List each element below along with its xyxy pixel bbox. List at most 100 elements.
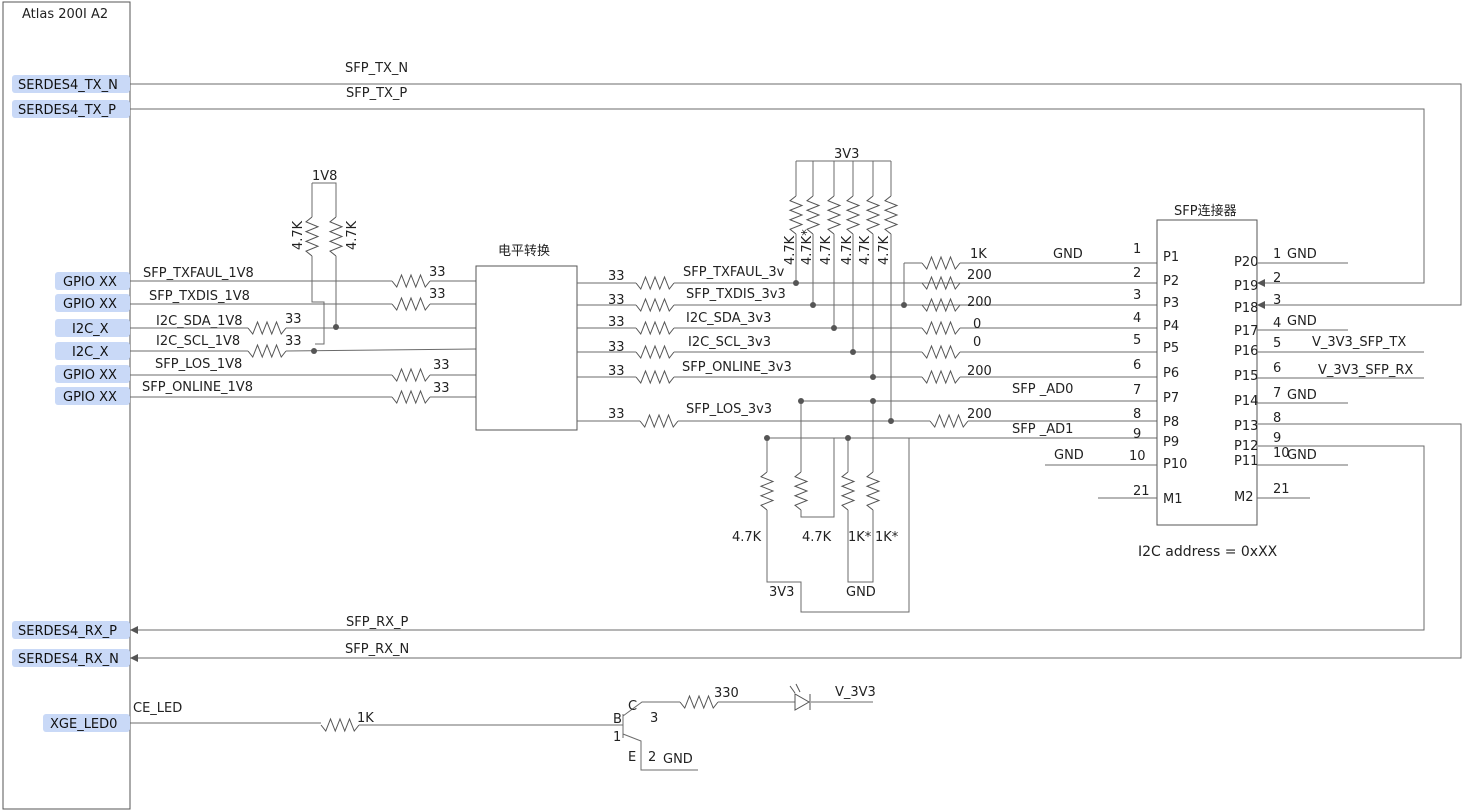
r33-j-label: 33 <box>608 340 625 355</box>
net-i2c-sda-3v3: I2C_SDA_3v3 <box>686 311 771 326</box>
resistor-symbol <box>320 717 360 733</box>
resistor-symbol <box>921 255 961 271</box>
rail-v3v3-led: V_3V3 <box>835 685 876 700</box>
net-i2c-scl-1v8: I2C_SCL_1V8 <box>156 334 240 349</box>
r-bot-2-label: 4.7K <box>802 530 832 545</box>
r-conn-5-label: 0 <box>973 335 981 350</box>
connector-right-number: 6 <box>1273 361 1281 376</box>
connector-right-pin: P14 <box>1234 394 1258 409</box>
nets-1v8: SFP_TXFAUL_1V8 SFP_TXDIS_1V8 I2C_SDA_1V8… <box>130 169 477 398</box>
connector-right-pin: P11 <box>1234 454 1258 469</box>
resistor-symbol <box>921 297 961 313</box>
r-led-collector-label: 330 <box>714 686 739 701</box>
r33-l-label: 33 <box>608 407 625 422</box>
connector-left-pin: P4 <box>1163 319 1179 334</box>
soc-title: Atlas 200I A2 <box>22 7 108 22</box>
r-bot-1-label: 4.7K <box>732 530 762 545</box>
net-sfp-txdis-1v8: SFP_TXDIS_1V8 <box>149 289 250 304</box>
r-1v8-b-label: 4.7K <box>345 220 360 250</box>
resistor-symbol <box>679 694 719 710</box>
resistor-symbol <box>826 195 842 235</box>
resistor-symbol <box>865 471 881 511</box>
connector-left-pin: P9 <box>1163 435 1179 450</box>
pin-i2c-sda: I2C_X <box>72 322 109 337</box>
connector-left-number: 7 <box>1133 383 1141 398</box>
connector-right-number: 3 <box>1273 293 1281 308</box>
net-i2c-sda-1v8: I2C_SDA_1V8 <box>156 314 243 329</box>
resistor-symbol <box>391 367 431 383</box>
pin-gpio-online: GPIO XX <box>63 390 117 405</box>
resistor-symbol <box>929 413 969 429</box>
net-sfp-tx-n: SFP_TX_N <box>345 61 408 76</box>
connector-right-pin: P20 <box>1234 255 1258 270</box>
pin-serdes4-tx-n: SERDES4_TX_N <box>18 78 118 93</box>
rail-gnd-led: GND <box>663 752 693 767</box>
pin-serdes4-rx-p: SERDES4_RX_P <box>18 624 117 639</box>
resistor-symbol <box>805 195 821 235</box>
pin-serdes4-rx-n: SERDES4_RX_N <box>18 652 119 667</box>
soc-block: Atlas 200I A2 <box>2 1 131 810</box>
soc-pins: SERDES4_TX_N SERDES4_TX_P GPIO XX GPIO X… <box>12 75 130 732</box>
net-ce-led: CE_LED <box>133 701 182 716</box>
r-conn-8-label: 200 <box>967 407 992 422</box>
resistor-symbol <box>328 216 344 257</box>
r-pu-0-label: 4.7K <box>783 235 798 265</box>
net-gnd-p20: GND <box>1287 247 1317 262</box>
r33-i-label: 33 <box>608 315 625 330</box>
resistor-symbol <box>921 320 961 336</box>
transistor-emitter: E <box>628 750 636 765</box>
connector-right-number: 1 <box>1273 247 1281 262</box>
connector-right-pin: P18 <box>1234 301 1258 316</box>
rail-3v3-top: 3V3 <box>834 147 859 162</box>
level-shifter: 电平转换 <box>475 244 578 431</box>
connector-right-pin: P16 <box>1234 344 1258 359</box>
resistor-symbol <box>391 389 431 405</box>
connector-left-number: 5 <box>1133 333 1141 348</box>
net-gnd-p11: GND <box>1287 448 1317 463</box>
net-sfp-tx-p: SFP_TX_P <box>346 86 407 101</box>
pin-gpio-txfaul: GPIO XX <box>63 275 117 290</box>
connector-title: SFP连接器 <box>1174 203 1237 219</box>
r-1v8-a-label: 4.7K <box>291 220 306 250</box>
resistor-symbol <box>883 195 899 235</box>
rail-1v8: 1V8 <box>312 169 337 184</box>
connector-right-pin: P13 <box>1234 419 1258 434</box>
resistor-symbol <box>635 344 675 360</box>
pin-gpio-los: GPIO XX <box>63 368 117 383</box>
connector-left-number: 1 <box>1133 242 1141 257</box>
connector-right-number: 21 <box>1273 482 1290 497</box>
r33-b-label: 33 <box>429 287 446 302</box>
r33-k-label: 33 <box>608 364 625 379</box>
connector-right-pin: P19 <box>1234 279 1258 294</box>
connector-right-number: 8 <box>1273 411 1281 426</box>
net-gnd-p14: GND <box>1287 388 1317 403</box>
net-sfp-online-1v8: SFP_ONLINE_1V8 <box>142 380 253 395</box>
r33-f-label: 33 <box>433 381 450 396</box>
net-sfp-txdis-3v3: SFP_TXDIS_3v3 <box>686 287 786 302</box>
r33-c-label: 33 <box>285 312 302 327</box>
rail-gnd-bottom: GND <box>846 585 876 600</box>
connector-left-number: 8 <box>1133 407 1141 422</box>
connector-left-pin: P10 <box>1163 457 1187 472</box>
r-conn-4-label: 0 <box>973 317 981 332</box>
resistor-symbols <box>247 195 969 733</box>
net-sfp-los-1v8: SFP_LOS_1V8 <box>155 357 242 372</box>
connector-left-number: 4 <box>1133 311 1141 326</box>
resistor-symbol <box>921 344 961 360</box>
net-sfp-ad0: SFP _AD0 <box>1012 382 1073 397</box>
net-sfp-los-3v3: SFP_LOS_3v3 <box>686 402 772 417</box>
net-v3v3-sfp-tx: V_3V3_SFP_TX <box>1312 335 1406 350</box>
connector-right-number: 10 <box>1273 446 1290 461</box>
r-led-base-label: 1K <box>357 711 374 726</box>
resistor-symbol <box>391 273 431 289</box>
rail-3v3-bottom: 3V3 <box>769 585 794 600</box>
net-sfp-txfaul-1v8: SFP_TXFAUL_1V8 <box>143 266 254 281</box>
resistor-symbol <box>865 195 881 235</box>
resistor-symbol <box>635 275 675 291</box>
connector-left-pin: P6 <box>1163 366 1179 381</box>
r33-d-label: 33 <box>285 334 302 349</box>
r-pu-2-label: 4.7K <box>819 235 834 265</box>
resistor-symbol <box>635 320 675 336</box>
connector-left-number: 21 <box>1133 484 1150 499</box>
